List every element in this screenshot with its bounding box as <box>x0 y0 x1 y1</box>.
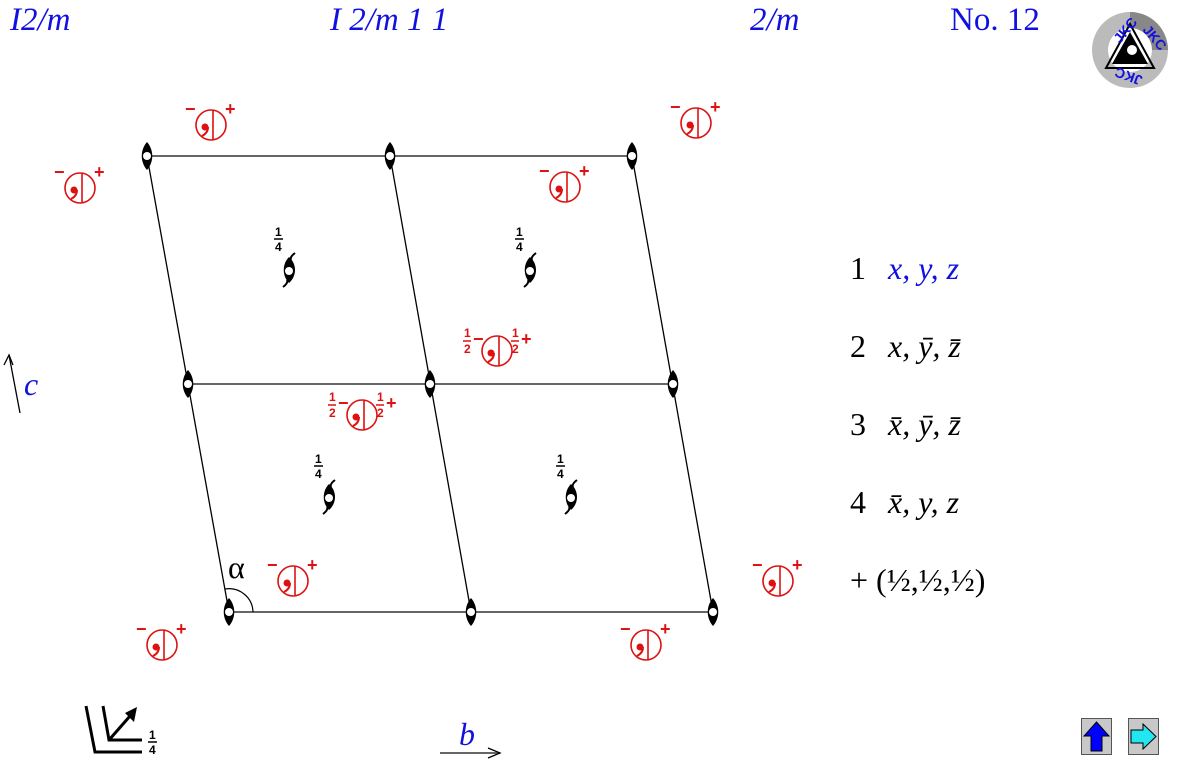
up-arrow-icon <box>1082 721 1111 752</box>
centering-vector: + (½,½,½) <box>850 562 986 598</box>
height-legend-icon <box>84 705 158 758</box>
axis-c-label: c <box>24 366 39 402</box>
up-button[interactable] <box>1081 718 1112 755</box>
next-button[interactable] <box>1128 718 1159 755</box>
point-group: 2/m <box>750 2 800 38</box>
short-symbol: I2/m <box>10 2 71 38</box>
axis-b-label: b <box>459 716 475 752</box>
svg-text:α: α <box>228 549 245 585</box>
full-symbol: I 2/m 1 1 <box>330 2 449 38</box>
space-group-number: No. 12 <box>950 2 1040 38</box>
right-arrow-icon <box>1130 722 1157 751</box>
jkc-logo[interactable]: JKC JKC JKC <box>1090 10 1170 90</box>
